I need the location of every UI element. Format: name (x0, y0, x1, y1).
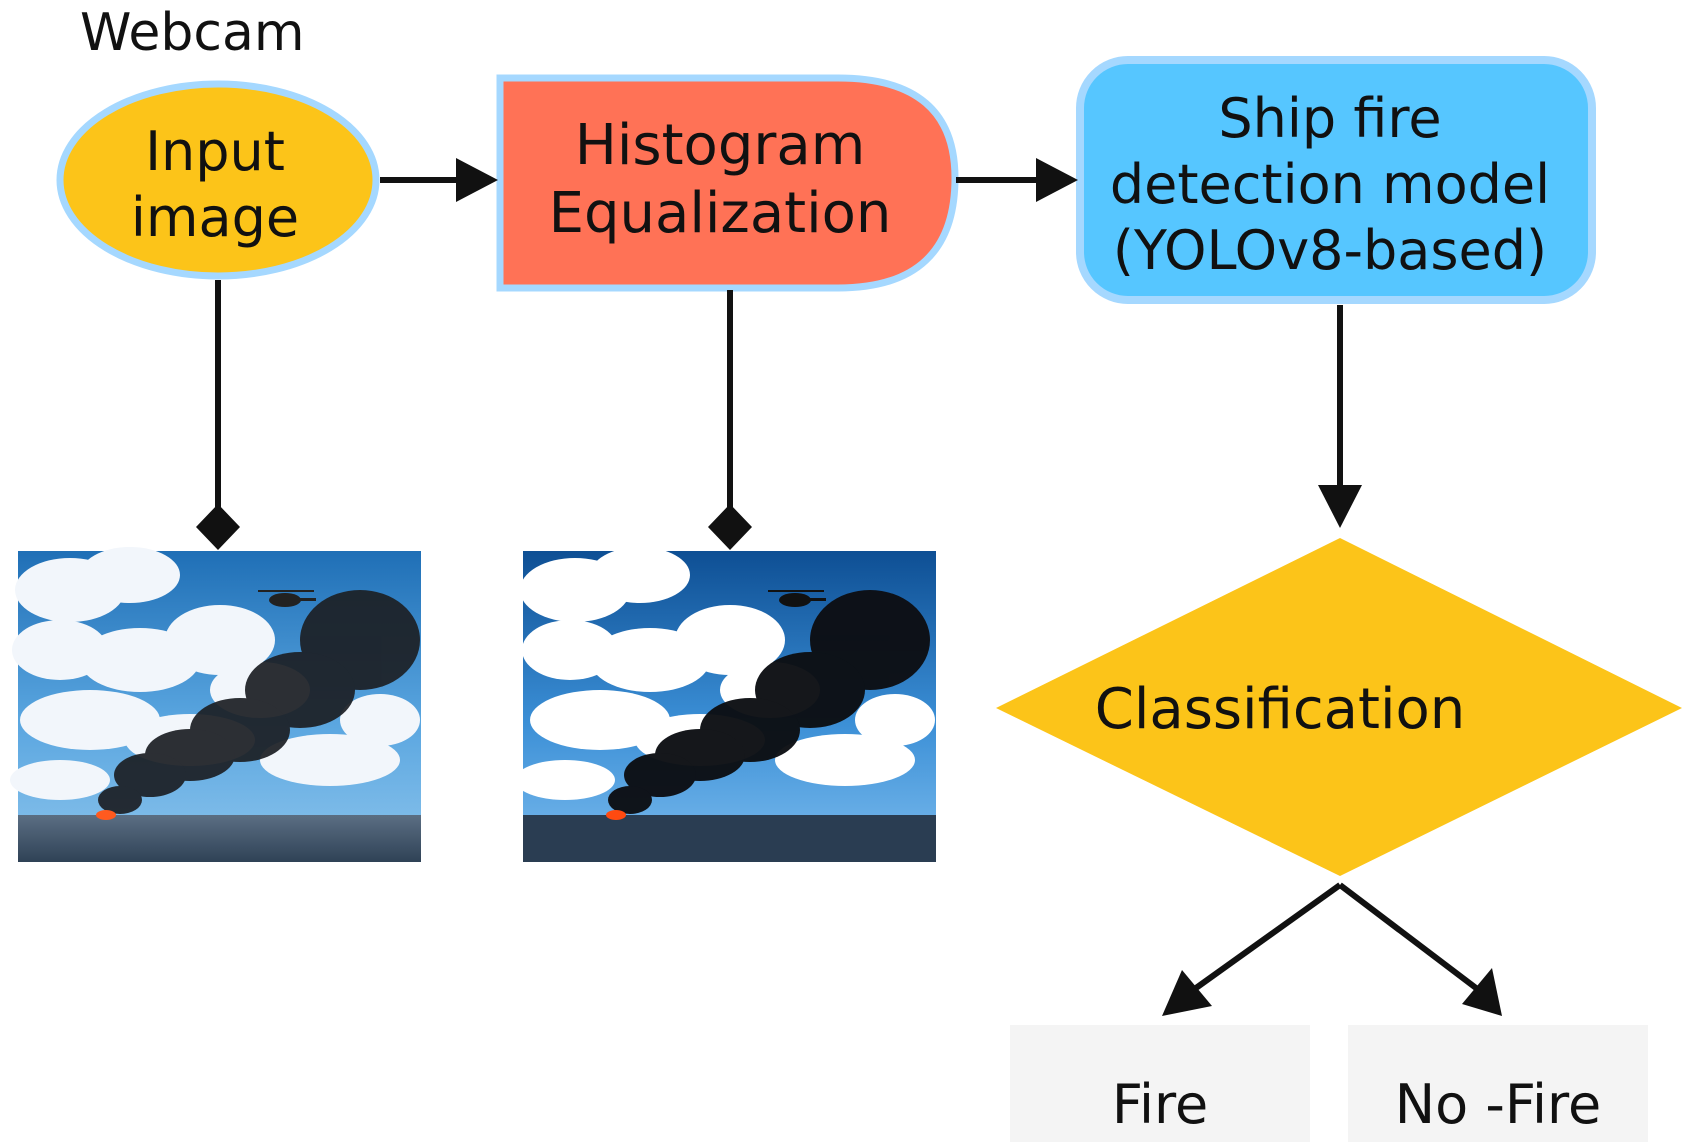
fire-output-label: Fire (1111, 1073, 1209, 1136)
arrow-to-no-fire (1338, 882, 1478, 991)
arrow-head-model-to-classification (1318, 485, 1362, 528)
detection-model-node (1076, 56, 1596, 304)
ship-fire-photo-equalized-icon (515, 547, 936, 862)
arrow-to-fire (1194, 882, 1342, 991)
diamond-head-input (196, 504, 240, 550)
arrow-head-histogram-to-model (1036, 158, 1078, 202)
detection-model-label: Ship fire detection model (YOLOv8-based) (1109, 87, 1551, 282)
webcam-caption: Webcam (80, 3, 305, 64)
classification-node (996, 538, 1682, 876)
no-fire-output-box: No -Fire (1348, 1025, 1648, 1142)
arrow-head-to-no-fire (1462, 968, 1502, 1016)
no-fire-output-label: No -Fire (1394, 1073, 1602, 1136)
fire-output-box: Fire (1010, 1025, 1310, 1142)
histogram-equalization-label: Histogram Equalization (548, 112, 892, 246)
diamond-head-histogram (708, 504, 752, 550)
classification-label: Classification (1094, 676, 1466, 742)
ship-fire-photo-icon (10, 547, 421, 862)
arrow-head-input-to-histogram (456, 158, 498, 202)
input-image-label: Input image (130, 120, 300, 249)
arrow-head-to-fire (1162, 970, 1212, 1016)
histogram-equalization-node (496, 74, 959, 292)
input-image-node (56, 80, 380, 280)
